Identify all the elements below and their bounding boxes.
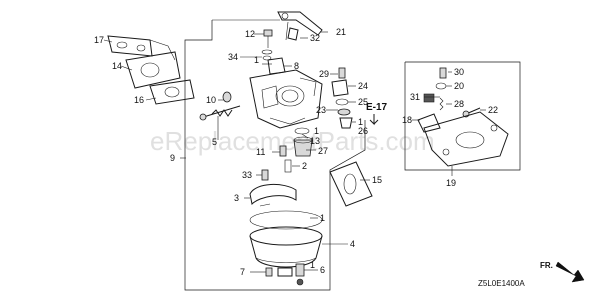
nozzle-2[interactable] bbox=[284, 159, 292, 173]
jet-33[interactable] bbox=[261, 169, 269, 181]
svg-text:6: 6 bbox=[320, 265, 325, 275]
float-valve-27[interactable] bbox=[293, 136, 313, 157]
washer-23[interactable] bbox=[337, 108, 351, 116]
watermark: eReplacementParts.com bbox=[150, 126, 435, 156]
choke-lever-21[interactable] bbox=[277, 11, 323, 41]
gasket-15[interactable] bbox=[329, 161, 373, 207]
callout-labels: 17 14 16 21 32 12 34 1 8 10 5 29 24 25 2… bbox=[94, 27, 498, 277]
svg-text:24: 24 bbox=[358, 81, 368, 91]
svg-text:17: 17 bbox=[94, 35, 104, 45]
svg-text:E-17: E-17 bbox=[366, 102, 388, 113]
svg-text:3: 3 bbox=[234, 193, 239, 203]
washer-20[interactable] bbox=[435, 82, 447, 90]
leader-lines bbox=[103, 31, 486, 273]
lever-18[interactable] bbox=[417, 113, 441, 133]
float-3[interactable] bbox=[249, 184, 297, 207]
washer-34[interactable] bbox=[261, 49, 273, 61]
svg-text:25: 25 bbox=[358, 97, 368, 107]
svg-text:7: 7 bbox=[240, 267, 245, 277]
svg-text:19: 19 bbox=[446, 178, 456, 188]
svg-text:18: 18 bbox=[402, 115, 412, 125]
svg-text:13: 13 bbox=[310, 136, 320, 146]
svg-text:30: 30 bbox=[454, 67, 464, 77]
gasket-16[interactable] bbox=[149, 79, 195, 105]
spring-28[interactable] bbox=[439, 97, 444, 111]
svg-text:20: 20 bbox=[454, 81, 464, 91]
svg-text:28: 28 bbox=[454, 99, 464, 109]
bracket-19[interactable] bbox=[423, 111, 509, 167]
front-direction-indicator: FR. bbox=[540, 261, 585, 283]
gasket-17[interactable] bbox=[107, 35, 153, 57]
screw-30[interactable] bbox=[439, 67, 447, 79]
svg-text:29: 29 bbox=[319, 69, 329, 79]
svg-text:14: 14 bbox=[112, 61, 122, 71]
svg-text:8: 8 bbox=[294, 61, 299, 71]
svg-text:27: 27 bbox=[318, 146, 328, 156]
insulator-14[interactable] bbox=[125, 39, 181, 89]
throttle-stop-8[interactable] bbox=[267, 57, 286, 75]
svg-text:33: 33 bbox=[242, 170, 252, 180]
oring-25[interactable] bbox=[335, 98, 349, 106]
float-chamber-gasket-1[interactable] bbox=[249, 210, 323, 230]
svg-text:34: 34 bbox=[228, 52, 238, 62]
screw-12[interactable] bbox=[263, 29, 273, 48]
washer-10[interactable] bbox=[222, 91, 232, 103]
svg-text:FR.: FR. bbox=[540, 261, 553, 270]
svg-text:12: 12 bbox=[245, 29, 255, 39]
screw-29[interactable] bbox=[338, 67, 346, 79]
svg-text:9: 9 bbox=[170, 153, 175, 163]
svg-text:22: 22 bbox=[488, 105, 498, 115]
svg-text:5: 5 bbox=[212, 137, 217, 147]
svg-text:31: 31 bbox=[410, 92, 420, 102]
svg-text:15: 15 bbox=[372, 175, 382, 185]
svg-text:1: 1 bbox=[314, 126, 319, 136]
svg-text:1: 1 bbox=[320, 213, 325, 223]
needle-24[interactable] bbox=[331, 79, 349, 97]
screw-7[interactable] bbox=[265, 267, 273, 277]
svg-text:1: 1 bbox=[358, 117, 363, 127]
svg-text:21: 21 bbox=[336, 27, 346, 37]
svg-text:11: 11 bbox=[256, 147, 265, 157]
front-arrow-icon bbox=[555, 261, 585, 283]
svg-text:32: 32 bbox=[310, 33, 320, 43]
carburetor-body[interactable] bbox=[249, 69, 323, 129]
svg-text:23: 23 bbox=[316, 105, 326, 115]
svg-text:4: 4 bbox=[350, 239, 355, 249]
svg-text:1: 1 bbox=[254, 55, 259, 65]
float-chamber-4[interactable] bbox=[249, 226, 323, 277]
svg-text:16: 16 bbox=[134, 95, 144, 105]
svg-text:1: 1 bbox=[310, 260, 315, 270]
svg-text:26: 26 bbox=[358, 126, 368, 136]
drain-screw-6[interactable] bbox=[295, 263, 305, 286]
reference-e17: E-17 bbox=[366, 102, 388, 126]
cap-26[interactable] bbox=[339, 117, 353, 129]
svg-text:10: 10 bbox=[206, 95, 216, 105]
main-jet-11[interactable] bbox=[279, 145, 287, 157]
screw-32[interactable] bbox=[287, 27, 299, 41]
pilot-screw-5[interactable] bbox=[199, 105, 241, 121]
bolt-31[interactable] bbox=[423, 93, 435, 103]
diagram-code: Z5L0E1400A bbox=[478, 279, 525, 288]
svg-text:2: 2 bbox=[302, 161, 307, 171]
float-assembly-outline bbox=[404, 61, 521, 171]
main-assembly-outline bbox=[184, 20, 366, 291]
